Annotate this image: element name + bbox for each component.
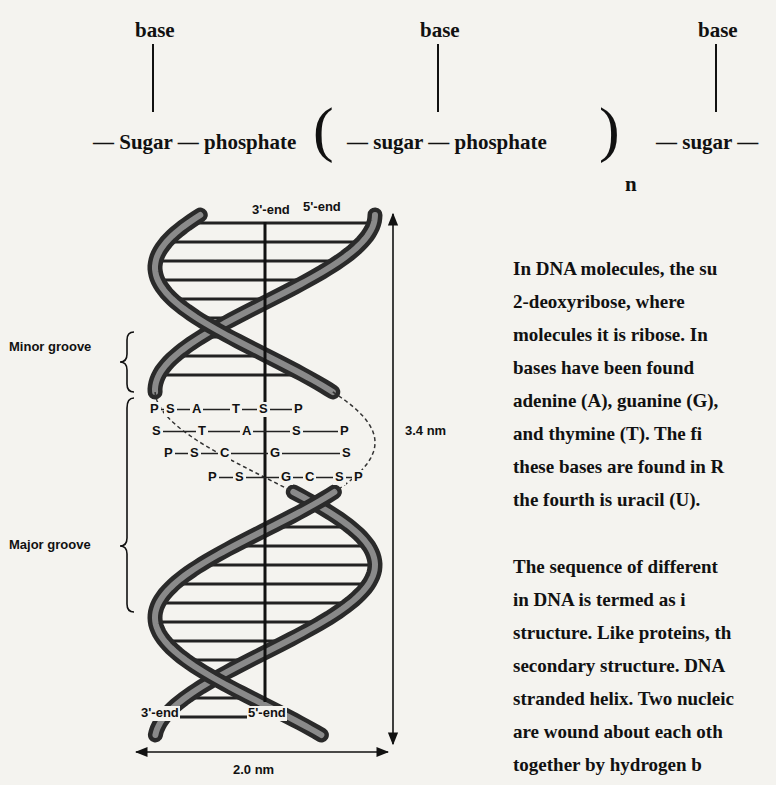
paragraph-line: and thymine (T). The fi (512, 423, 703, 445)
paragraph-line: these bases are found in R (512, 456, 725, 478)
base-letter: P (148, 402, 161, 417)
subscript: n (624, 172, 638, 196)
paragraph-line: in DNA is termed as i (512, 589, 687, 611)
paragraph-line: the fourth is uracil (U). (512, 489, 701, 511)
backbone-dashed (155, 392, 291, 491)
backbone-highlight (155, 215, 333, 392)
paragraph-line: together by hydrogen b (512, 754, 703, 776)
strand-end-label: 5'-end (302, 200, 342, 215)
base-letter: A (190, 402, 203, 417)
sugar-phosphate-backbone (155, 215, 333, 392)
base-letter: G (268, 446, 282, 461)
dimension-label: 3.4 nm (404, 424, 447, 439)
base-letter: P (162, 446, 175, 461)
base-letter: S (188, 446, 201, 461)
dimension-label: 2.0 nm (232, 763, 275, 778)
base-letter: C (218, 446, 231, 461)
helix-axis (264, 222, 267, 702)
base-pair-rung (159, 602, 351, 605)
formula-text: base (134, 18, 176, 42)
bracket-symbol: ) (598, 98, 621, 160)
base-pair-bonds (154, 410, 358, 478)
formula-text: — sugar — (655, 130, 759, 154)
groove-label: Major groove (8, 538, 92, 553)
base-letter: S (233, 470, 246, 485)
paragraph-line: In DNA molecules, the su (512, 258, 718, 280)
base-letter: S (340, 446, 353, 461)
base-pair-rung (158, 279, 308, 282)
paragraph-line: bases have been found (512, 357, 695, 379)
base-pair-rung (174, 583, 368, 586)
base-letter: T (196, 424, 208, 439)
paragraph-line: are wound about each oth (512, 721, 724, 743)
paragraph-line: adenine (A), guanine (G), (512, 390, 719, 412)
formula-text: — sugar — phosphate (346, 130, 548, 154)
base-letter: G (279, 470, 293, 485)
strand-end-label: 5'-end (247, 706, 287, 721)
base-pair-rung (200, 564, 375, 567)
paragraph-line: The sequence of different (512, 556, 719, 578)
minor-groove-brace (120, 332, 134, 392)
backbone-dashed (333, 392, 375, 491)
formula-text: base (697, 18, 739, 42)
base-letter: A (240, 424, 253, 439)
base-pair-rung (155, 621, 322, 624)
formula-bonds (153, 44, 716, 112)
double-helix (155, 215, 375, 735)
paragraph-line: 2-deoxyribose, where (512, 291, 686, 313)
groove-label: Minor groove (8, 340, 92, 355)
base-letter: P (292, 402, 305, 417)
backbone-highlight (155, 492, 334, 735)
paragraph-line: structure. Like proteins, th (512, 622, 732, 644)
base-letter: S (257, 402, 270, 417)
base-pair-rung (159, 374, 304, 377)
paragraph-line: molecules it is ribose. In (512, 324, 709, 346)
base-letter: T (230, 402, 242, 417)
diameter-dimension (136, 751, 388, 753)
pitch-dimension (392, 214, 394, 744)
strand-end-label: 3'-end (140, 706, 180, 721)
base-letter: P (206, 470, 219, 485)
paragraph-line: stranded helix. Two nucleic (512, 688, 735, 710)
base-pair-rung (234, 545, 369, 548)
paragraph-line: secondary structure. DNA (512, 655, 726, 677)
base-letter: S (333, 470, 346, 485)
base-letter: C (303, 470, 316, 485)
formula-text: — Sugar — phosphate (92, 130, 297, 154)
sugar-phosphate-backbone (155, 492, 334, 735)
major-groove-brace (120, 398, 134, 612)
base-letter: S (150, 424, 163, 439)
strand-end-label: 3'-end (251, 203, 291, 218)
base-pair-rung (188, 222, 374, 225)
base-letter: S (164, 402, 177, 417)
formula-text: base (419, 18, 461, 42)
bracket-symbol: ( (312, 98, 335, 160)
base-pair-rung (156, 260, 340, 263)
base-letter: P (352, 470, 365, 485)
base-letter: P (338, 424, 351, 439)
base-letter: S (290, 424, 303, 439)
